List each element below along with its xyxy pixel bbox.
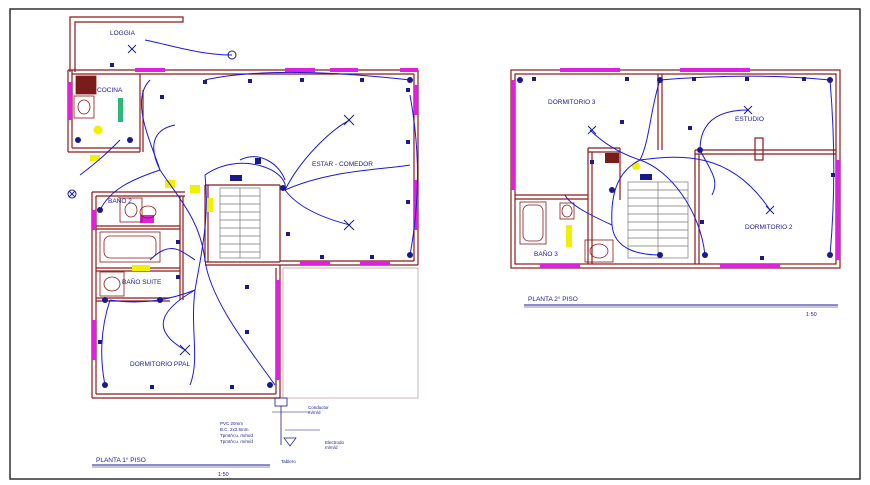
riser-diagram: PVC 20mm B.C. 2x2.5mm Tpmt/V.u. m/m/d Tp… [220, 397, 345, 464]
first-floor-fixtures [73, 75, 161, 297]
second-floor-lamps [587, 105, 775, 215]
second-floor-title: PLANTA 2° PISO [528, 295, 578, 303]
room-label-bano3: BAÑO 3 [534, 249, 558, 258]
plan-first-floor: LOGGIA COCINA ESTAR - COMEDOR BAÑO 2 BAÑ… [67, 16, 419, 478]
first-floor-yellow [90, 155, 213, 271]
second-floor-room-labels: DORMITORIO 3 ESTUDIO DORMITORIO 2 BAÑO 3 [534, 99, 793, 258]
second-floor-devices [517, 77, 835, 260]
second-floor-title-block: PLANTA 2° PISO 1:50 [524, 295, 838, 318]
room-label-dormitorio-ppal: DORMITORIO PPAL [130, 361, 190, 368]
riser-label-mid: Electrodo [325, 440, 345, 445]
second-floor-yellow [566, 162, 640, 247]
sheet-border [9, 8, 861, 480]
plan-second-floor: DORMITORIO 3 ESTUDIO DORMITORIO 2 BAÑO 3… [510, 68, 841, 318]
second-floor-openings [511, 68, 840, 268]
riser-label-bottom: Tablero [281, 459, 296, 464]
first-floor-title: PLANTA 1° PISO [96, 456, 146, 464]
room-label-estudio: ESTUDIO [735, 116, 764, 123]
room-label-dormitorio3: DORMITORIO 3 [548, 99, 596, 106]
room-label-loggia: LOGGIA [110, 30, 136, 37]
first-floor-stairs [219, 187, 261, 259]
riser-note-4: Tpmt/V.u. m/m/d [220, 439, 253, 444]
second-floor-stairs [627, 181, 689, 259]
first-floor-room-labels: LOGGIA COCINA ESTAR - COMEDOR BAÑO 2 BAÑ… [97, 30, 373, 368]
riser-label-mid2: m/m/d [325, 445, 338, 450]
first-floor-circuits [79, 39, 418, 386]
first-floor-devices [75, 63, 413, 389]
room-label-dormitorio2: DORMITORIO 2 [745, 224, 793, 231]
room-label-bano2: BAÑO 2 [108, 196, 132, 205]
first-floor-openings [68, 68, 418, 380]
riser-label-top: Conductor [308, 405, 329, 410]
first-floor-scale: 1:50 [218, 472, 229, 478]
room-label-estar: ESTAR - COMEDOR [312, 161, 373, 168]
room-label-bano-suite: BAÑO SUITE [122, 277, 162, 286]
second-floor-circuits [564, 75, 835, 256]
second-floor-scale: 1:50 [806, 312, 817, 318]
riser-note-2: B.C. 2x2.5mm [220, 427, 249, 432]
second-floor-fixtures [519, 153, 619, 263]
riser-label-top2: m/m/d [308, 410, 321, 415]
riser-note-3: Tpmt/V.u. m/m/d [220, 433, 253, 438]
first-floor-title-block: PLANTA 1° PISO 1:50 [92, 456, 270, 478]
first-floor-lamps [67, 44, 355, 356]
room-label-cocina: COCINA [97, 87, 123, 94]
riser-note-1: PVC 20mm [220, 421, 243, 426]
